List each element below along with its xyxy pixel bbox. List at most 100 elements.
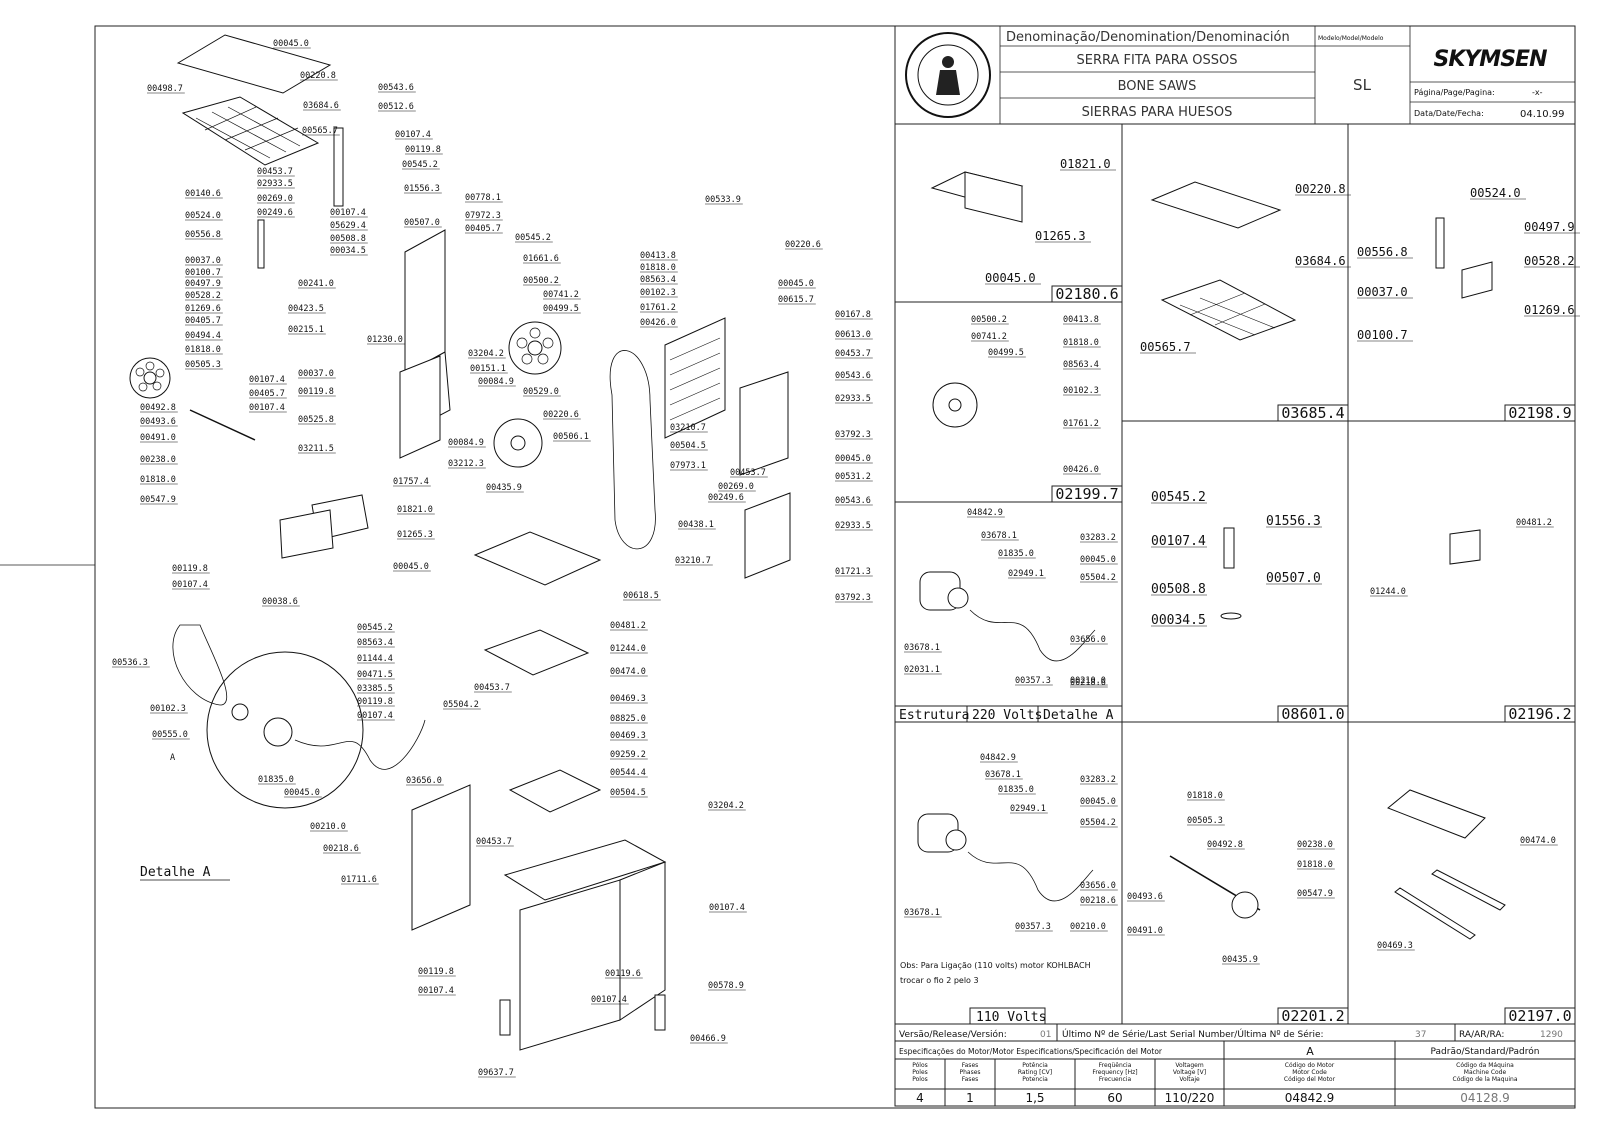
part-number-label: 00529.0: [523, 387, 559, 397]
part-number-label: 00492.8: [1207, 840, 1243, 850]
part-number-label: 03211.5: [298, 444, 334, 454]
part-number-label: 04842.9: [967, 508, 1003, 518]
part-number-label: 00423.5: [288, 304, 324, 314]
part-number-label: 01269.6: [185, 304, 221, 314]
cell-code-label: 02196.2: [1508, 705, 1571, 723]
part-number-label: 03678.1: [904, 908, 940, 918]
part-number-label: 00453.7: [257, 167, 293, 177]
part-number-label: 02933.5: [257, 179, 293, 189]
part-number-label: 00107.4: [330, 208, 366, 218]
part-number-label: 00045.0: [1080, 797, 1116, 807]
part-number-label: 00453.7: [474, 683, 510, 693]
part-number-label: 00498.7: [147, 84, 183, 94]
name-english: BONE SAWS: [1118, 79, 1197, 94]
part-number-label: 02031.1: [904, 665, 940, 675]
spec-column-header: Código de la Maquina: [1453, 1076, 1518, 1083]
part-number-label: 01757.4: [393, 477, 429, 487]
part-number-label: 00413.8: [640, 251, 676, 261]
part-number-label: 08563.4: [357, 638, 393, 648]
part-number-label: 01821.0: [1060, 157, 1111, 171]
part-number-label: 00426.0: [640, 318, 676, 328]
part-number-label: 00238.0: [1297, 840, 1333, 850]
part-number-label: 01821.0: [397, 505, 433, 515]
part-number-label: 05504.2: [1080, 818, 1116, 828]
part-number-label: 00107.4: [172, 580, 208, 590]
part-number-label: 00435.9: [486, 483, 522, 493]
part-number-label: 01144.4: [357, 654, 393, 664]
part-number-label: 00215.1: [288, 325, 324, 335]
part-number-label: 01661.6: [523, 254, 559, 264]
part-number-label: 00536.3: [112, 658, 148, 668]
detail-a-caption: Detalhe A: [140, 865, 211, 880]
part-number-label: 03210.7: [675, 556, 711, 566]
part-number-label: 00471.5: [357, 670, 393, 680]
part-number-label: 00491.0: [1127, 926, 1163, 936]
part-number-label: 00037.0: [298, 369, 334, 379]
part-number-label: 00497.9: [1524, 220, 1575, 234]
part-number-label: 00045.0: [778, 279, 814, 289]
part-number-label: 00045.0: [835, 454, 871, 464]
name-spanish: SIERRAS PARA HUESOS: [1082, 105, 1233, 120]
grid-part-labels: 01821.001265.300045.002180.600220.803684…: [904, 157, 1580, 1025]
part-number-label: 00613.0: [835, 330, 871, 340]
part-number-label: 00413.8: [1063, 315, 1099, 325]
part-number-label: 00508.8: [1151, 582, 1206, 597]
part-number-label: 00220.8: [300, 71, 336, 81]
part-number-label: 00547.9: [1297, 889, 1333, 899]
part-number-label: 00249.6: [708, 493, 744, 503]
part-number-label: 00615.7: [778, 295, 814, 305]
part-number-label: 00119.8: [357, 697, 393, 707]
part-number-label: 00528.2: [1524, 254, 1575, 268]
spec-column-header: Fases: [962, 1062, 979, 1069]
part-number-label: 01761.2: [1063, 419, 1099, 429]
part-number-label: 00405.7: [465, 224, 501, 234]
part-number-label: 00778.1: [465, 193, 501, 203]
cell-code-label: 02199.7: [1055, 485, 1118, 503]
part-number-label: 00507.0: [404, 218, 440, 228]
part-number-label: 00741.2: [543, 290, 579, 300]
cell-code-label: 03685.4: [1281, 404, 1344, 422]
part-number-label: 00543.6: [835, 496, 871, 506]
part-number-label: 00405.7: [249, 389, 285, 399]
spec-column-header: Freqüência: [1099, 1062, 1132, 1069]
cell-code-label: 08601.0: [1281, 705, 1344, 723]
part-number-label: 00045.0: [1080, 555, 1116, 565]
part-number-label: 00492.8: [140, 403, 176, 413]
spec-column-value: 1,5: [1025, 1091, 1044, 1105]
part-number-label: 08825.0: [610, 714, 646, 724]
part-number-label: 01265.3: [397, 530, 433, 540]
part-number-label: 00167.8: [835, 310, 871, 320]
part-number-label: 00528.2: [185, 291, 221, 301]
part-number-label: A: [170, 753, 175, 763]
part-number-label: 00107.4: [1151, 534, 1206, 549]
part-number-label: 01818.0: [1187, 791, 1223, 801]
part-number-label: 00618.5: [623, 591, 659, 601]
part-number-label: 00469.3: [610, 694, 646, 704]
part-number-label: 01269.6: [1524, 303, 1575, 317]
date-value: 04.10.99: [1520, 109, 1565, 120]
part-number-label: 00469.3: [610, 731, 646, 741]
spec-label: Especificações do Motor/Motor Especifica…: [899, 1047, 1163, 1056]
standard-label: Padrão/Standard/Padrón: [1431, 1046, 1540, 1057]
spec-column-value: 60: [1107, 1091, 1122, 1105]
part-number-label: 00504.5: [670, 441, 706, 451]
part-number-label: 00524.0: [185, 211, 221, 221]
part-number-label: 00741.2: [971, 332, 1007, 342]
part-number-label: 00210.0: [1070, 922, 1106, 932]
part-number-label: 05504.2: [443, 700, 479, 710]
part-number-label: 01721.3: [835, 567, 871, 577]
part-number-label: 00481.2: [610, 621, 646, 631]
part-number-label: 00119.6: [605, 969, 641, 979]
part-number-label: 00140.6: [185, 189, 221, 199]
part-number-label: 01818.0: [640, 263, 676, 273]
name-portuguese: SERRA FITA PARA OSSOS: [1077, 53, 1238, 68]
part-number-label: 00481.2: [1516, 518, 1552, 528]
part-number-label: 00533.9: [705, 195, 741, 205]
part-number-label: 00556.8: [185, 230, 221, 240]
part-number-label: 03792.3: [835, 593, 871, 603]
part-number-label: 00544.4: [610, 768, 646, 778]
part-number-label: 01230.0: [367, 335, 403, 345]
model-value: SL: [1353, 76, 1372, 94]
part-number-label: 03210.7: [670, 423, 706, 433]
part-number-label: 03283.2: [1080, 775, 1116, 785]
